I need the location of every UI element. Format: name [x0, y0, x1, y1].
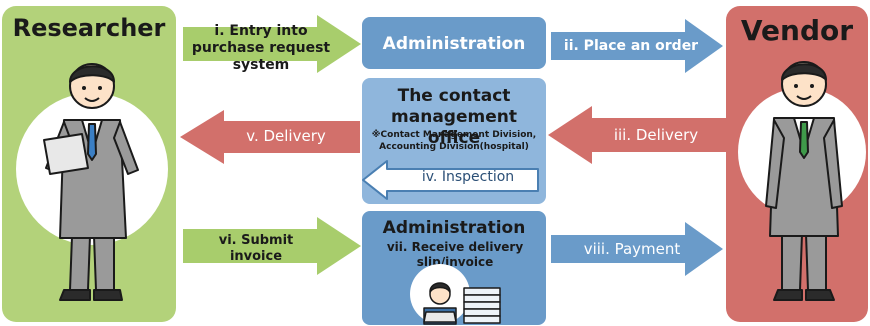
researcher-delivery-arrow	[180, 110, 360, 164]
payment-label: viii. Payment	[583, 240, 681, 258]
vendor-title: Vendor	[740, 14, 854, 47]
administration-top-label: Administration	[382, 34, 526, 54]
submit-invoice-arrow	[183, 217, 361, 275]
place-order-label: ii. Place an order	[563, 38, 699, 54]
researcher-title: Researcher	[12, 14, 166, 42]
administration-bottom-title: Administration	[382, 218, 526, 238]
inspection-label: iv. Inspection	[421, 169, 515, 185]
contact-office-title: The contact management office	[391, 86, 517, 148]
payment-arrow	[551, 222, 723, 276]
researcher-person-icon	[43, 63, 139, 301]
place-order-arrow	[551, 19, 723, 73]
inspection-arrow	[362, 160, 539, 200]
administration-box-top	[362, 17, 546, 69]
researcher-delivery-label: v. Delivery	[246, 127, 326, 145]
office-worker-icon	[410, 264, 501, 325]
entry-label: i. Entry into purchase request system	[191, 23, 331, 73]
entry-arrow	[183, 15, 361, 73]
vendor-person-icon	[765, 61, 843, 301]
contact-office-note: ※Contact Management Division, Accounting…	[371, 130, 537, 152]
vendor-delivery-arrow	[548, 106, 726, 164]
vendor-delivery-label: iii. Delivery	[613, 126, 699, 144]
submit-invoice-label: vi. Submit invoice	[218, 233, 294, 264]
